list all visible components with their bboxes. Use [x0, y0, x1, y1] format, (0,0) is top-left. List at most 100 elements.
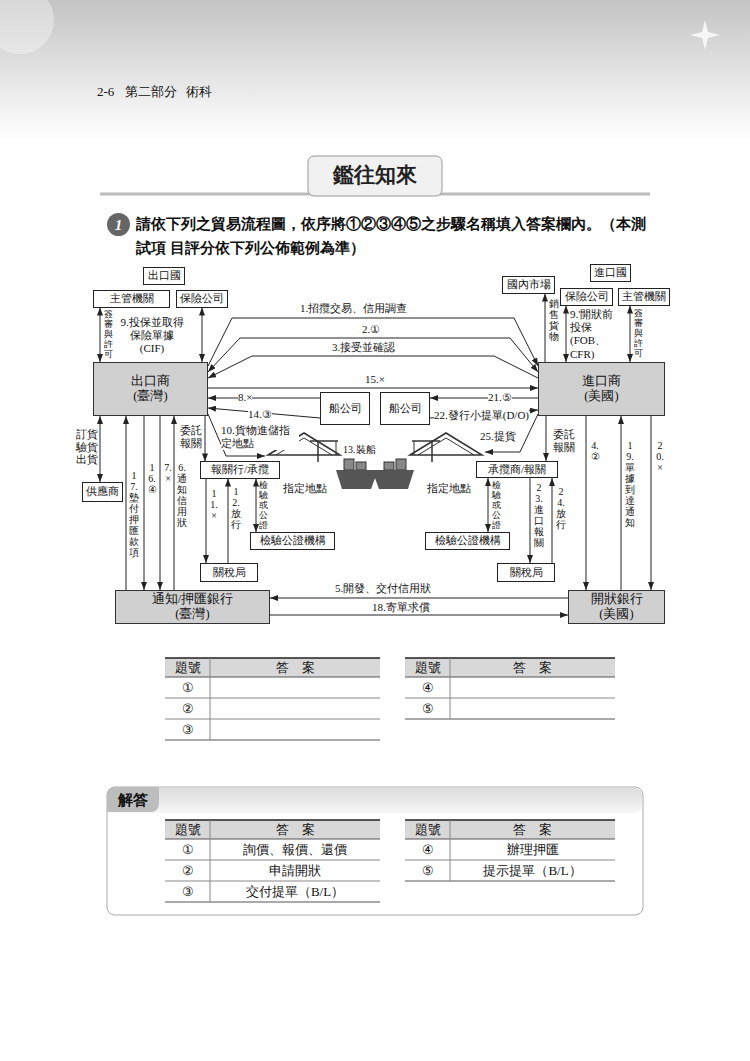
- entity-box: 船公司: [380, 392, 430, 425]
- flow-label: 4.②: [590, 440, 600, 462]
- table-cell: 答 案: [450, 658, 615, 677]
- crane-hook: [414, 441, 415, 455]
- ship: [336, 470, 378, 489]
- flow-arrow: [206, 479, 207, 563]
- entity-box: 主管機關: [93, 290, 170, 307]
- flow-arrow: [651, 416, 652, 590]
- entity-box: 船公司: [320, 392, 370, 425]
- text-label: 2-6: [97, 84, 114, 100]
- node-label: 開狀銀行 (美國): [588, 592, 644, 622]
- flow-arrow: [174, 416, 175, 590]
- node-label: 保險公司: [565, 290, 609, 303]
- cargo: [396, 459, 406, 470]
- flow-label: 6.通知信用狀: [177, 462, 187, 528]
- cargo: [384, 462, 394, 470]
- table-header: [405, 820, 615, 839]
- text-label: 13.裝船: [343, 444, 376, 456]
- flow-label: 24.放行: [556, 486, 566, 530]
- flow-arrow: [208, 398, 320, 399]
- text-label: 術科: [186, 84, 212, 100]
- node-label: 出口商 (臺灣): [122, 374, 178, 404]
- flow-label: 15.×: [365, 373, 385, 386]
- warehouse-roof: [410, 433, 482, 455]
- flow-label: 委託 報關: [552, 428, 576, 453]
- flow-label: 7.×: [163, 462, 173, 484]
- flow-label: 22.發行小提單(D/O): [434, 409, 529, 422]
- table-cell: 交付提單（B/L）: [210, 881, 380, 902]
- node-label: 關稅局: [213, 566, 246, 579]
- flow-arrow: [546, 416, 547, 461]
- flow-arrow: [144, 416, 145, 590]
- header-band: [0, 0, 750, 140]
- flow-arrow: [205, 416, 206, 461]
- table-cell: ⑤: [405, 860, 450, 881]
- flow-arrow: [270, 615, 568, 616]
- entity-box: 保險公司: [176, 290, 228, 307]
- flow-arrow: [621, 416, 622, 590]
- table-cell: 題號: [165, 820, 210, 839]
- text-label: 指定地點: [427, 482, 471, 495]
- table-cell: 提示提單（B/L）: [450, 860, 615, 881]
- header-star: [690, 20, 720, 50]
- node-label: 進口國: [594, 266, 627, 279]
- flow-arrow: [270, 598, 568, 599]
- flow-arrow: [566, 306, 567, 362]
- text-label: 請依下列之貿易流程圖，依序將①②③④⑤之步驟名稱填入答案欄內。（本測試項 目評分…: [136, 212, 648, 260]
- answer-tab: 解答: [107, 787, 159, 812]
- flow-label: 委託 報關: [179, 424, 203, 449]
- cargo: [356, 462, 366, 470]
- flow-label: 20.×: [655, 440, 665, 473]
- title-tab: [308, 156, 442, 196]
- table-cell: 辦理押匯: [450, 839, 615, 860]
- flow-label: 5.開發、交付信用狀: [335, 582, 431, 595]
- flow-label: 18.寄單求償: [372, 601, 430, 614]
- cargo: [344, 459, 354, 470]
- entity-box: 開狀銀行 (美國): [568, 590, 665, 624]
- flow-label: 9.'開狀前 投保 (FOB、 CFR): [570, 308, 622, 361]
- table-cell: 題號: [165, 658, 210, 677]
- flow-label: 19.單據到達通知: [625, 440, 635, 528]
- table-cell: ①: [165, 677, 210, 698]
- flow-label: 21.⑤: [488, 391, 512, 404]
- crane: [412, 440, 440, 442]
- flow-label: 簽審與許可: [634, 309, 643, 358]
- flow-label: 3.接受並確認: [332, 341, 395, 354]
- flow-label: 14.③: [248, 408, 272, 421]
- flow-label: 1.招攬交易、信用調查: [300, 302, 407, 315]
- node-label: 1: [115, 216, 123, 234]
- flow-arrow: [160, 416, 161, 590]
- flow-label: 銷售貨物: [549, 298, 559, 342]
- node-label: 通知/押匯銀行 (臺灣): [148, 592, 238, 622]
- entity-box: 主管機關: [618, 288, 670, 305]
- section-title: 鑑往知來: [308, 156, 442, 194]
- table-cell: 答 案: [210, 658, 380, 677]
- table-cell: ②: [165, 698, 210, 719]
- entity-box: 檢驗公證機構: [250, 532, 335, 550]
- node-label: 關稅局: [510, 566, 543, 579]
- table-header: [165, 658, 380, 677]
- flow-arrow: [100, 308, 101, 362]
- table-cell: 答 案: [450, 820, 615, 839]
- flow-arrow: [126, 416, 127, 590]
- flow-label: 檢驗或公證: [492, 481, 501, 530]
- node-label: 出口國: [148, 269, 181, 282]
- node-label: 進口商 (美國): [573, 374, 629, 404]
- flow-arrow: [208, 338, 538, 372]
- table-cell: ④: [405, 839, 450, 860]
- flow-arrow: [100, 416, 101, 482]
- node-label: 承攬商/報關: [488, 463, 546, 476]
- flow-arrow: [630, 306, 631, 362]
- flow-arrow: [208, 388, 538, 389]
- flow-label: 檢驗或公證: [259, 481, 268, 530]
- flow-arrow: [208, 318, 538, 366]
- node-label: 檢驗公證機構: [435, 534, 501, 547]
- crane: [431, 441, 433, 462]
- table-header: [405, 658, 615, 677]
- flow-label: 23.進口報關: [534, 482, 544, 548]
- question-number: 1: [107, 213, 130, 236]
- crane: [310, 440, 338, 442]
- table-cell: ②: [165, 860, 210, 881]
- table-cell: 題號: [405, 820, 450, 839]
- node-label: 主管機關: [622, 290, 666, 303]
- header-glow: [0, 0, 54, 54]
